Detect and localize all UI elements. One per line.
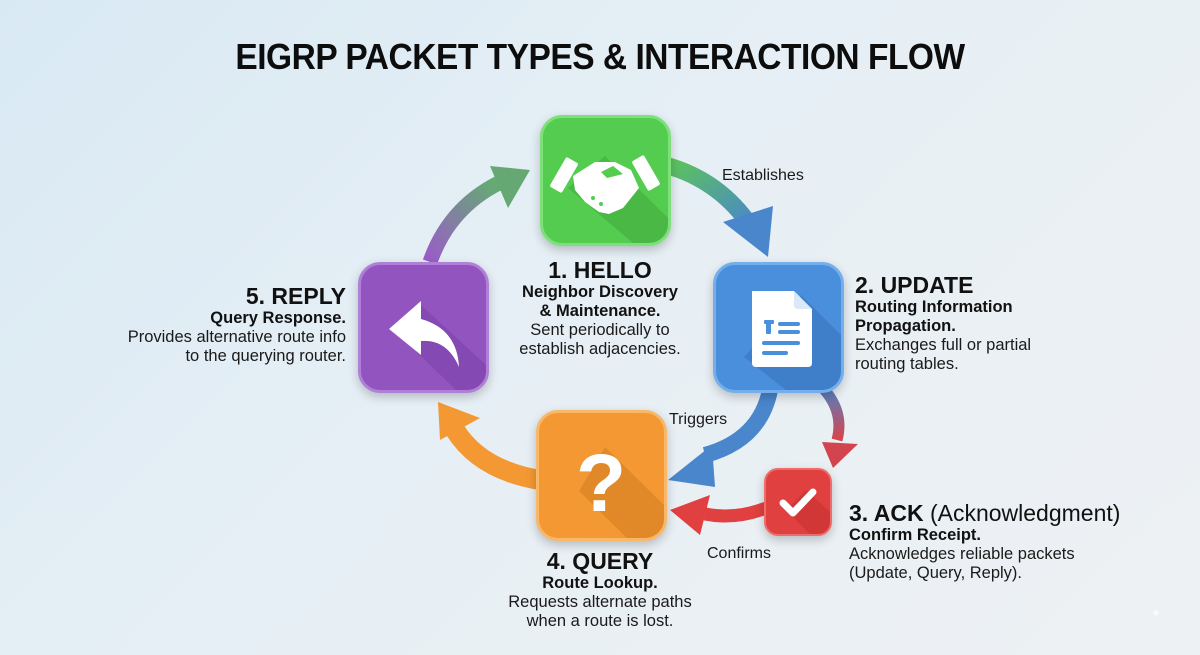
- hello-label: 1. HELLO Neighbor Discovery & Maintenanc…: [505, 257, 695, 359]
- handshake-icon: [550, 155, 668, 243]
- update-heading: 2. UPDATE: [855, 272, 974, 298]
- hello-subtitle-2: & Maintenance.: [539, 302, 661, 321]
- reply-arrow-icon: [389, 301, 486, 390]
- update-label: 2. UPDATE Routing Information Propagatio…: [855, 272, 1115, 374]
- arrow-query-to-reply: [446, 424, 542, 490]
- query-desc-2: when a route is lost.: [526, 612, 674, 631]
- hello-tile: [540, 115, 671, 246]
- ack-heading-paren: (Acknowledgment): [929, 500, 1121, 526]
- hello-heading: 1. HELLO: [548, 257, 652, 283]
- arrowhead-reply-to-hello: [490, 166, 530, 208]
- flow-label-establishes: Establishes: [722, 167, 804, 184]
- sparkle-icon: ✦: [1150, 605, 1162, 621]
- query-subtitle: Route Lookup.: [542, 574, 658, 593]
- update-subtitle-1: Routing Information: [855, 298, 1013, 317]
- ack-desc-2: (Update, Query, Reply).: [849, 564, 1023, 583]
- question-mark-icon: ?: [576, 438, 664, 538]
- document-icon: [744, 291, 841, 390]
- reply-tile: [358, 262, 489, 393]
- reply-desc-2: to the querying router.: [185, 347, 346, 366]
- diagram-title: EIGRP PACKET TYPES & INTERACTION FLOW: [235, 36, 965, 77]
- query-tile: ?: [536, 410, 667, 541]
- arrowhead-query-to-reply: [438, 402, 480, 440]
- reply-label: 5. REPLY Query Response. Provides altern…: [60, 283, 346, 366]
- arrow-update-to-query: [702, 388, 778, 463]
- checkmark-icon: [779, 488, 830, 534]
- ack-heading: 3. ACK: [849, 500, 924, 526]
- update-tile: [713, 262, 844, 393]
- ack-subtitle: Confirm Receipt.: [849, 526, 982, 545]
- ack-label: 3. ACK (Acknowledgment) Confirm Receipt.…: [849, 500, 1189, 583]
- query-label: 4. QUERY Route Lookup. Requests alternat…: [470, 548, 730, 631]
- arrow-update-to-ack: [815, 381, 845, 442]
- arrowhead-hello-to-update: [723, 206, 773, 257]
- query-desc-1: Requests alternate paths: [508, 593, 692, 612]
- query-heading: 4. QUERY: [546, 548, 654, 574]
- reply-heading: 5. REPLY: [245, 283, 346, 309]
- hello-desc-2: establish adjacencies.: [519, 340, 681, 359]
- flow-label-triggers: Triggers: [669, 411, 728, 428]
- update-desc-2: routing tables.: [855, 355, 959, 374]
- ack-desc-1: Acknowledges reliable packets: [849, 545, 1075, 564]
- hello-desc-1: Sent periodically to: [530, 321, 670, 340]
- arrow-reply-to-hello: [422, 173, 509, 265]
- arrowhead-update-to-ack: [822, 442, 858, 468]
- update-subtitle-2: Propagation.: [855, 317, 956, 336]
- ack-tile: [764, 468, 832, 536]
- reply-desc-1: Provides alternative route info: [127, 328, 346, 347]
- arrow-ack-to-query: [703, 501, 769, 523]
- hello-subtitle-1: Neighbor Discovery: [522, 283, 678, 302]
- reply-subtitle: Query Response.: [210, 309, 346, 328]
- arrowhead-update-to-query: [668, 445, 715, 487]
- svg-text:?: ?: [576, 438, 626, 529]
- flow-label-confirms: Confirms: [707, 545, 772, 562]
- update-desc-1: Exchanges full or partial: [855, 336, 1032, 355]
- arrowhead-ack-to-query: [670, 495, 710, 535]
